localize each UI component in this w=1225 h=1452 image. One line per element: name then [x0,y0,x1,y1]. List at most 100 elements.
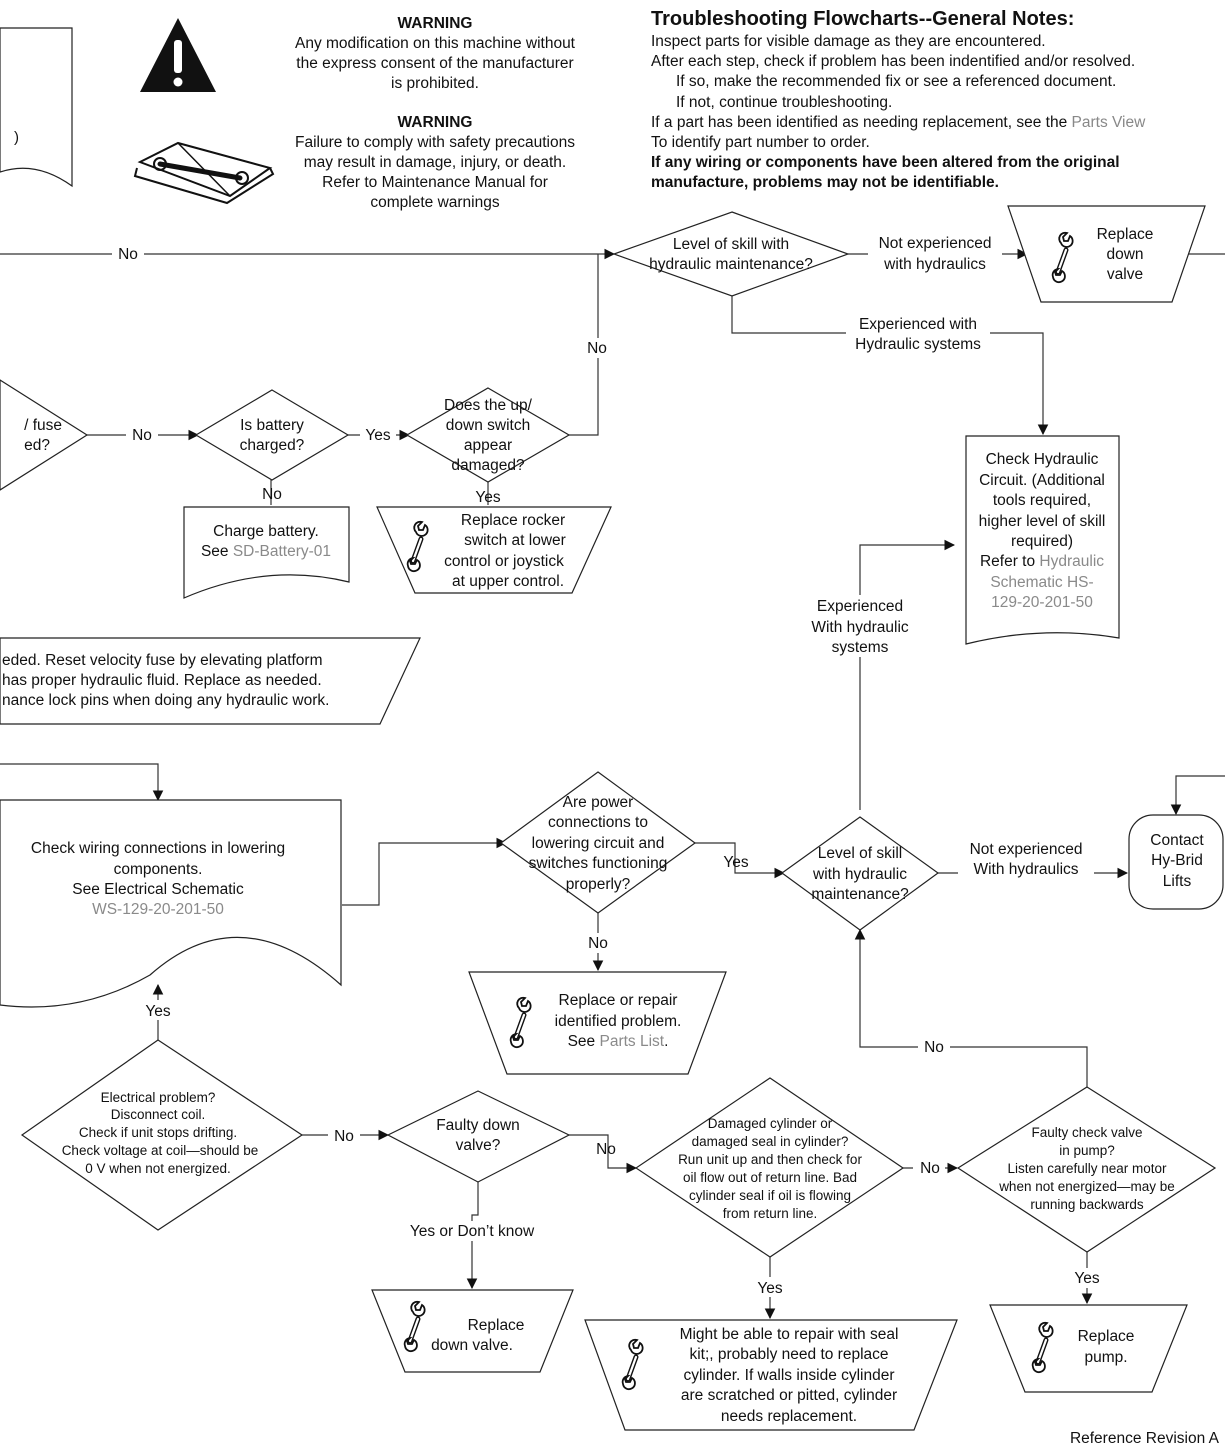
partial-note-text: eded. Reset velocity fuse by elevating p… [2,652,323,669]
hydraulic-schematic-link[interactable]: Schematic HS- [990,574,1093,591]
check-wiring-text: See Electrical Schematic [72,881,244,898]
power-text: properly? [566,876,631,893]
decision-electrical-problem: Electrical problem? Disconnect coil. Che… [20,1039,304,1231]
contact-text: Lifts [1163,873,1192,890]
hydraulic-schematic-link[interactable]: Hydraulic [1039,553,1104,570]
see-text: See [201,543,233,560]
edge-label-experienced: Hydraulic systems [855,336,981,353]
refer-text: Refer to [980,553,1039,570]
damaged-cyl-text: damaged seal in cylinder? [692,1134,849,1149]
replace-pump-text: Replace [1078,1328,1135,1345]
partial-note-text: nance lock pins when doing any hydraulic… [2,692,329,709]
edge-label-yes: Yes [723,854,749,871]
hydraulic-schematic-link[interactable]: 129-20-201-50 [991,594,1093,611]
charge-battery-ref: See SD-Battery-01 [201,543,331,560]
seal-kit-text: cylinder. If walls inside cylinder [683,1367,894,1384]
skill-mid-text: with hydraulic [812,866,907,883]
check-hydraulic-text: tools required, [993,492,1091,509]
terminal-contact-hybrid: Contact Hy-Brid Lifts [1128,814,1224,910]
damaged-cyl-text: Run unit up and then check for [678,1152,862,1167]
notes-title: Troubleshooting Flowcharts--General Note… [651,8,1075,30]
decision-battery-charged: Is battery charged? [194,389,350,481]
warning-heading: WARNING [397,114,473,131]
replace-rocker-text: Replace rocker [461,512,565,529]
electrical-schematic-link[interactable]: WS-129-20-201-50 [92,901,224,918]
notes-line: To identify part number to order. [651,134,870,152]
notes-text: If a part has been identified as needing… [651,113,1072,131]
check-valve-text: when not energized—may be [998,1179,1175,1194]
see-text: See [568,1033,600,1050]
check-hydraulic-text: higher level of skill [979,513,1106,530]
notes-line: Inspect parts for visible damage as they… [651,33,1046,50]
warning-triangle-icon [140,18,216,92]
edge-label-experienced-mid: systems [832,639,889,656]
seal-kit-text: needs replacement. [721,1408,857,1425]
skill-mid-text: Level of skill [818,845,902,862]
partial-note-text: has proper hydraulic fluid. Replace as n… [2,672,322,689]
check-hydraulic-text: required) [1011,533,1073,550]
power-text: connections to [548,814,648,831]
edge-label-experienced: Experienced with [859,316,977,333]
warning-text-line: may result in damage, injury, or death. [303,154,567,171]
replace-down-valve-text: Replace [1097,226,1154,243]
action-replace-rocker: Replace rocker switch at lower control o… [376,506,612,594]
partial-left-box: ) [0,27,73,188]
parts-list-link[interactable]: Parts List [599,1033,664,1050]
check-valve-text: in pump? [1059,1143,1115,1158]
replace-down-valve-text: down [1106,246,1143,263]
notes-line: If so, make the recommended fix or see a… [676,73,1117,91]
edge-label-yes-or-dont-know: Yes or Don’t know [410,1223,535,1240]
warning-text-line: complete warnings [370,194,500,211]
electrical-text: 0 V when not energized. [85,1161,231,1176]
warning-text-line: is prohibited. [391,75,479,92]
edge-label-no: No [132,427,152,444]
edge-labels: No Not experienced with hydraulics Exper… [112,232,1105,1297]
edge-label-no: No [924,1039,944,1056]
faulty-down-text: Faulty down [436,1117,520,1134]
decision-check-valve: Faulty check valve in pump? Listen caref… [956,1086,1217,1253]
edge-label-no: No [920,1160,940,1177]
edge-label-experienced-mid: Experienced [817,598,903,615]
warning-text-line: the express consent of the manufacturer [296,55,574,72]
notes-bold-line: If any wiring or components have been al… [651,154,1120,172]
replace-down-valve-text: valve [1107,266,1143,283]
check-wiring-text: components. [114,861,203,878]
edge-label-experienced-mid: With hydraulic [811,619,909,636]
document-charge-battery: Charge battery. See SD-Battery-01 [183,506,350,599]
edge-label-yes: Yes [1074,1270,1100,1287]
edge-label-no: No [588,935,608,952]
replace-repair-text: Replace or repair [559,992,678,1009]
edge-label-no: No [334,1128,354,1145]
sd-battery-link[interactable]: SD-Battery-01 [233,543,331,560]
warning-text-line: Refer to Maintenance Manual for [322,174,548,191]
warning-text-line: Any modification on this machine without [294,35,575,52]
partial-diamond-text: ed? [24,437,50,454]
general-notes: Troubleshooting Flowcharts--General Note… [651,6,1221,194]
action-replace-down-valve-top: Replace down valve [1007,205,1206,303]
replace-rocker-text: switch at lower [464,532,566,549]
parts-view-link[interactable]: Parts View [1071,113,1146,131]
action-replace-pump: Replace pump. [989,1304,1188,1393]
action-replace-down-valve-bottom: Replace down valve. [371,1289,574,1373]
edge-label-no: No [262,486,282,503]
notes-line: If a part has been identified as needing… [651,113,1221,133]
edge-label-not-experienced: with hydraulics [883,256,986,273]
decision-damaged-cylinder: Damaged cylinder or damaged seal in cyli… [634,1077,905,1258]
battery-text: charged? [240,437,305,454]
electrical-text: Check voltage at coil—should be [62,1143,259,1158]
electrical-text: Disconnect coil. [111,1107,206,1122]
edge-label-yes: Yes [145,1003,171,1020]
decision-faulty-down-valve: Faulty down valve? [386,1090,571,1183]
decision-switch-damaged: Does the up/ down switch appear damaged? [405,387,571,483]
damaged-cyl-text: cylinder seal if oil is flowing [689,1188,851,1203]
check-hydraulic-ref: Refer to Hydraulic [980,553,1104,570]
skill-mid-text: maintenance? [811,886,909,903]
check-hydraulic-text: Circuit. (Additional [979,472,1105,489]
damaged-cyl-text: from return line. [723,1206,818,1221]
edge-label-yes: Yes [475,489,501,506]
power-text: lowering circuit and [532,835,665,852]
skill-top-text: hydraulic maintenance? [649,256,813,273]
notes-line: After each step, check if problem has be… [651,53,1136,71]
switch-text: appear [464,437,512,454]
